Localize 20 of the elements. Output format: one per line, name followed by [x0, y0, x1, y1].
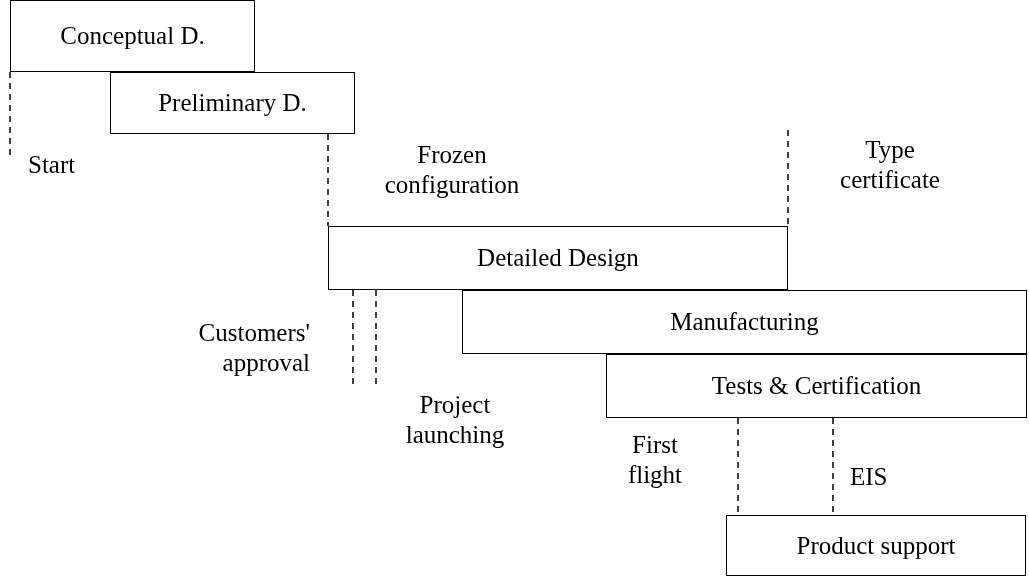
phase-label: Detailed Design	[477, 244, 639, 272]
milestone-label: Project launching	[404, 390, 506, 450]
phase-label: Product support	[796, 531, 956, 560]
phase-bar	[726, 515, 1026, 576]
phase-bar	[328, 226, 788, 290]
phase-bar	[10, 0, 255, 72]
milestone-label: Frozen configuration	[383, 140, 521, 200]
milestone-label: Start	[28, 150, 77, 180]
phase-label: Conceptual D.	[60, 22, 205, 50]
phase-label: Preliminary D.	[158, 89, 307, 117]
phase-label: Manufacturing	[670, 308, 819, 336]
milestone-label: EIS	[850, 462, 889, 492]
milestone-label: Customers' approval	[197, 318, 310, 378]
milestone-label: First flight	[626, 430, 684, 490]
phase-label: Tests & Certification	[711, 372, 922, 400]
phase-bar	[606, 354, 1027, 418]
phase-bar	[110, 72, 355, 134]
milestone-line	[327, 133, 329, 227]
milestone-label: Type certificate	[839, 135, 941, 195]
phase-bar	[462, 290, 1027, 354]
